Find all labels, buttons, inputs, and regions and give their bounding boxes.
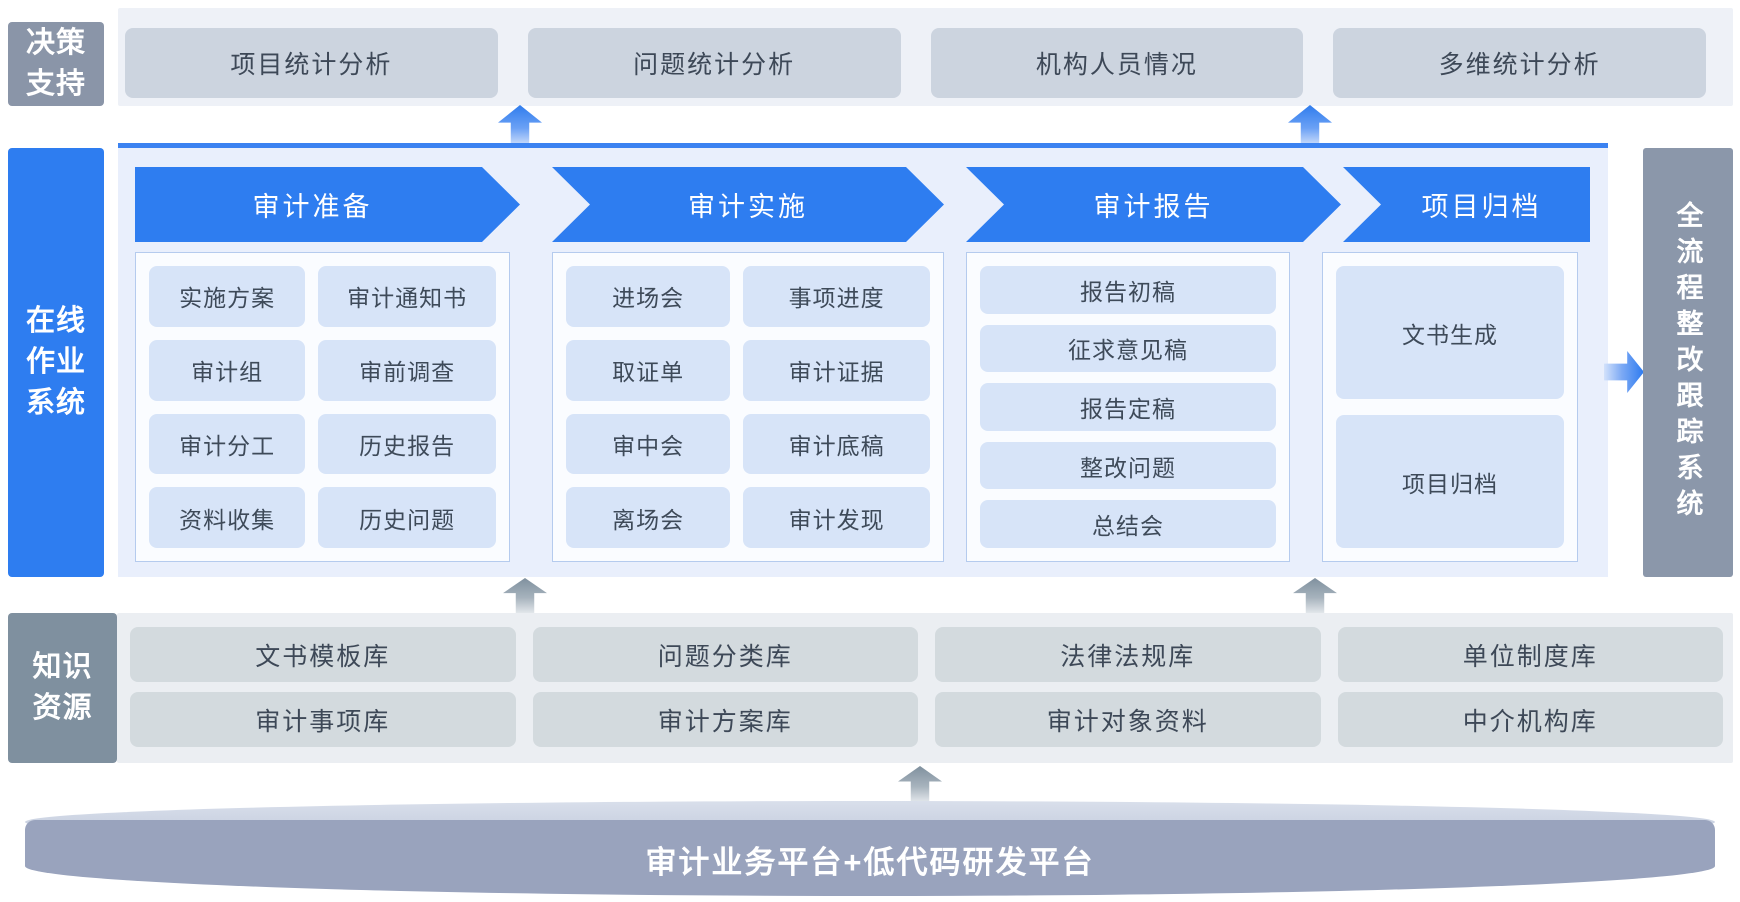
decision-support-buttons: 项目统计分析 问题统计分析 机构人员情况 多维统计分析 (125, 28, 1706, 98)
stage-header-audit-implementation: 审计实施 (552, 167, 944, 242)
workflow-item: 审计分工 (149, 413, 306, 475)
workflow-item: 报告定稿 (980, 383, 1276, 431)
online-work-label-line3: 系统 (25, 387, 86, 420)
up-arrow-icon (898, 766, 942, 803)
workflow-item: 审计底稿 (743, 413, 930, 475)
stage-box-audit-report: 报告初稿 征求意见稿 报告定稿 整改问题 总结会 (966, 252, 1290, 562)
stage-header-audit-report: 审计报告 (966, 167, 1341, 242)
workflow-item: 审计发现 (743, 487, 930, 548)
up-arrow-icon (1288, 105, 1332, 147)
stage-box-project-archive: 文书生成 项目归档 (1322, 252, 1578, 562)
kb-laws-regulations: 法律法规库 (935, 627, 1321, 682)
stage-1-items: 实施方案 审计通知书 审计组 审前调查 审计分工 历史报告 资料收集 历史问题 (136, 253, 509, 561)
workflow-item: 文书生成 (1336, 266, 1564, 399)
workflow-item: 报告初稿 (980, 266, 1276, 314)
workflow-item: 取证单 (566, 339, 731, 401)
knowledge-label-line1: 知识 (32, 650, 93, 683)
workflow-item: 审中会 (566, 413, 731, 475)
workflow-item: 历史问题 (318, 487, 496, 548)
online-work-label-line1: 在线 (25, 304, 86, 337)
decision-support-label-line1: 决策 (25, 26, 86, 59)
kb-intermediary-agencies: 中介机构库 (1337, 692, 1723, 747)
workflow-item: 整改问题 (980, 441, 1276, 490)
workflow-item: 审计通知书 (318, 266, 496, 327)
kb-document-templates: 文书模板库 (130, 627, 516, 682)
online-work-label-line2: 作业 (25, 345, 86, 378)
kb-audit-plans: 审计方案库 (532, 692, 918, 747)
stage-box-audit-preparation: 实施方案 审计通知书 审计组 审前调查 审计分工 历史报告 资料收集 历史问题 (135, 252, 510, 562)
rectification-tracking-label: 全流程整改跟踪系统 (1672, 200, 1703, 525)
workflow-item: 审计组 (149, 339, 306, 401)
workflow-item: 资料收集 (149, 487, 306, 548)
knowledge-label-line2: 资源 (32, 692, 93, 724)
stage-box-audit-implementation: 进场会 事项进度 取证单 审计证据 审中会 审计底稿 离场会 审计发现 (552, 252, 944, 562)
stage-header-audit-preparation: 审计准备 (135, 167, 520, 242)
stage-4-items: 文书生成 项目归档 (1323, 253, 1577, 561)
knowledge-row-2: 审计事项库 审计方案库 审计对象资料 中介机构库 (130, 692, 1723, 747)
knowledge-row-1: 文书模板库 问题分类库 法律法规库 单位制度库 (130, 627, 1723, 682)
card-org-personnel: 机构人员情况 (930, 28, 1304, 98)
platform-cylinder-body (25, 820, 1715, 896)
card-project-statistics: 项目统计分析 (125, 28, 498, 98)
workflow-item: 离场会 (566, 487, 731, 548)
knowledge-resources-label: 知识 资源 (8, 613, 117, 763)
kb-audit-target-data: 审计对象资料 (935, 692, 1321, 747)
workflow-item: 审计证据 (743, 339, 930, 401)
kb-audit-matters: 审计事项库 (130, 692, 516, 747)
stage-header-project-archive: 项目归档 (1343, 167, 1590, 242)
rectification-tracking-bar: 全流程整改跟踪系统 (1643, 148, 1733, 577)
up-arrow-icon (503, 578, 547, 614)
decision-support-label: 决策 支持 (8, 22, 104, 106)
workflow-item: 进场会 (566, 266, 731, 327)
kb-issue-classification: 问题分类库 (532, 627, 918, 682)
card-multidim-statistics: 多维统计分析 (1333, 28, 1706, 98)
workflow-item: 历史报告 (318, 413, 496, 475)
up-arrow-icon (1293, 578, 1337, 614)
online-work-system-label: 在线 作业 系统 (8, 148, 104, 577)
workflow-item: 征求意见稿 (980, 324, 1276, 373)
stage-3-items: 报告初稿 征求意见稿 报告定稿 整改问题 总结会 (967, 253, 1289, 561)
platform-label: 审计业务平台+低代码研发平台 (645, 844, 1095, 880)
workflow-item: 事项进度 (743, 266, 930, 327)
workflow-item: 实施方案 (149, 266, 306, 327)
workflow-item: 项目归档 (1336, 415, 1564, 548)
decision-support-label-line2: 支持 (25, 68, 86, 100)
workflow-item: 审前调查 (318, 339, 496, 401)
up-arrow-icon (498, 105, 542, 147)
right-arrow-icon (1604, 351, 1644, 393)
card-issue-statistics: 问题统计分析 (527, 28, 901, 98)
stage-2-items: 进场会 事项进度 取证单 审计证据 审中会 审计底稿 离场会 审计发现 (553, 253, 943, 561)
workflow-item: 总结会 (980, 500, 1276, 548)
kb-unit-rules: 单位制度库 (1337, 627, 1723, 682)
